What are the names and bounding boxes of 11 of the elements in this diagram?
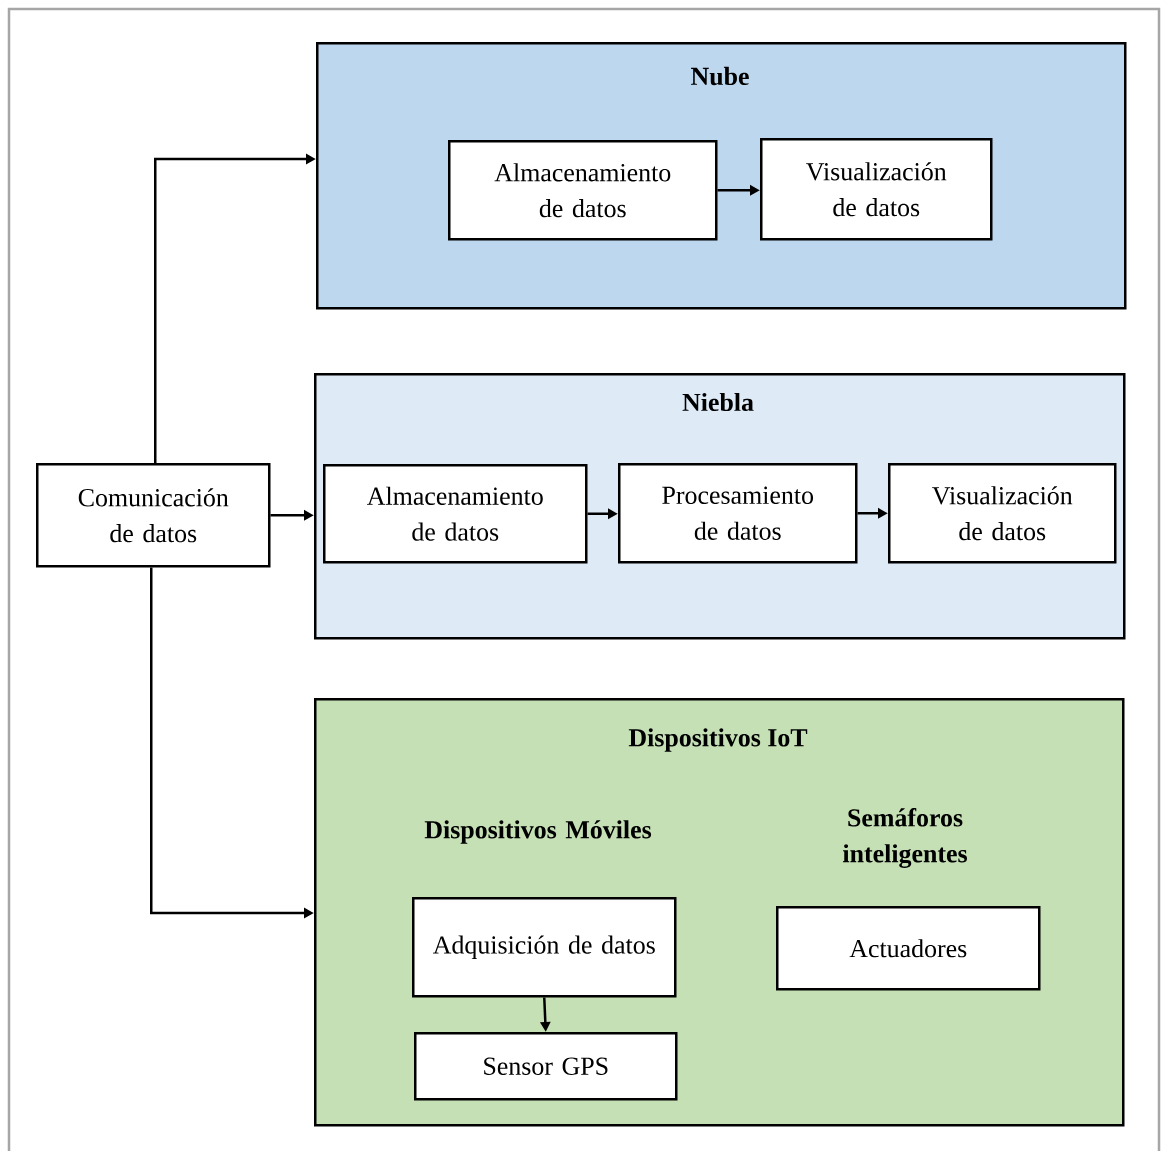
process-box: Almacenamiento de datos bbox=[448, 140, 718, 241]
group-heading: Semáforos inteligentes bbox=[843, 808, 967, 868]
process-box: Sensor GPS bbox=[414, 1032, 678, 1101]
process-box: Procesamiento de datos bbox=[618, 463, 858, 564]
process-box: Adquisición de datos bbox=[412, 897, 677, 998]
process-box: Almacenamiento de datos bbox=[323, 464, 588, 564]
group-heading: Dispositivos Móviles bbox=[424, 820, 652, 844]
process-box: Comunicación de datos bbox=[36, 463, 271, 568]
process-box: Actuadores bbox=[776, 906, 1041, 991]
process-box: Visualización de datos bbox=[888, 463, 1117, 564]
process-box: Visualización de datos bbox=[760, 138, 993, 241]
